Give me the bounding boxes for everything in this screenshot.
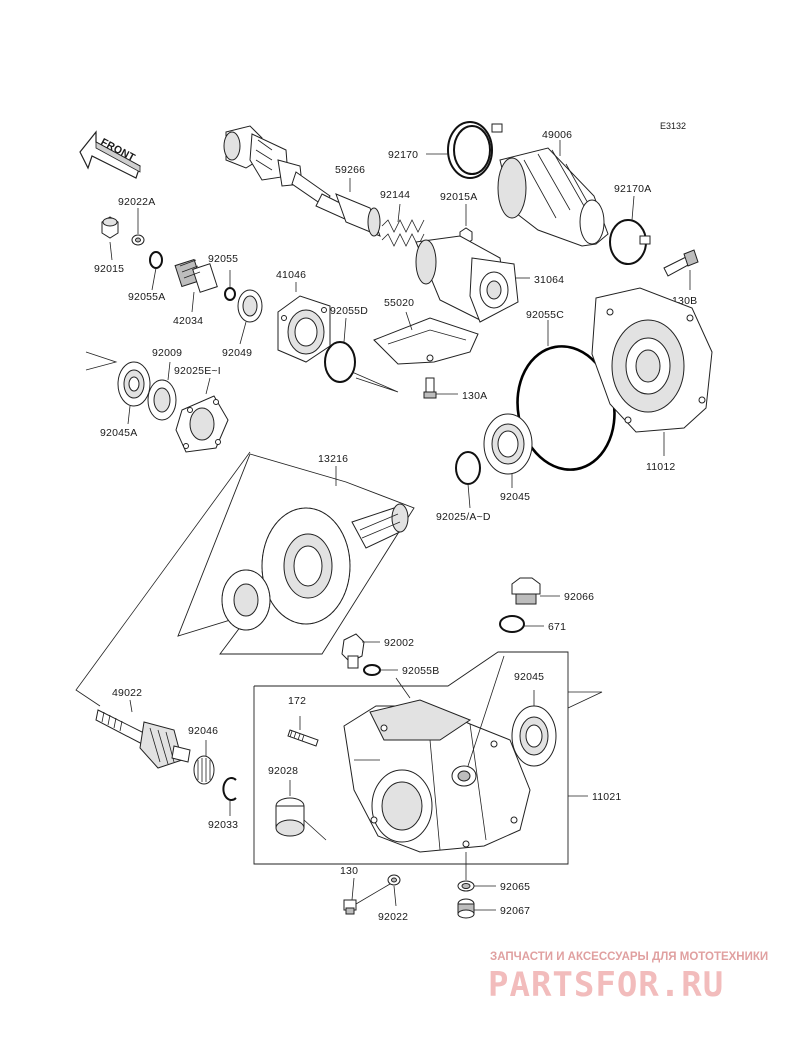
label-92170: 92170 <box>388 149 418 161</box>
label-130: 130 <box>340 865 358 877</box>
label-92065: 92065 <box>500 881 530 893</box>
bolt-130A <box>423 377 437 399</box>
label-92015A: 92015A <box>440 191 477 203</box>
plug-92065 <box>457 880 475 892</box>
oring-92055D <box>324 341 356 383</box>
label-11012: 11012 <box>646 461 675 473</box>
bearing-92046 <box>193 755 215 785</box>
breather-92002 <box>341 633 365 669</box>
bushing-92028 <box>275 797 305 837</box>
coupling-42034 <box>174 258 218 293</box>
clamp-92170 <box>447 121 503 179</box>
label-92009: 92009 <box>152 347 182 359</box>
label-92045-top: 92045 <box>500 491 530 503</box>
label-42034: 42034 <box>173 315 203 327</box>
circlip-92033 <box>222 777 237 801</box>
diagram-ref: E3132 <box>660 121 686 131</box>
front-arrow-icon <box>79 130 141 179</box>
label-41046: 41046 <box>276 269 306 281</box>
cover-11012 <box>591 287 713 433</box>
joint-31064 <box>415 235 519 323</box>
stud-172 <box>287 729 319 747</box>
bolt-130 <box>343 899 357 915</box>
label-92055B: 92055B <box>402 665 439 677</box>
label-49022: 49022 <box>112 687 142 699</box>
gear-case-11021 <box>343 699 531 853</box>
watermark-caption: ЗАПЧАСТИ И АКСЕССУАРЫ ДЛЯ МОТОТЕХНИКИ <box>490 951 768 963</box>
label-92045A: 92045A <box>100 427 137 439</box>
label-13216: 13216 <box>318 453 348 465</box>
label-671: 671 <box>548 621 566 633</box>
label-92022: 92022 <box>378 911 408 923</box>
label-92144: 92144 <box>380 189 410 201</box>
drive-gear-13216 <box>221 569 271 631</box>
oring-92055 <box>224 287 236 301</box>
label-92033: 92033 <box>208 819 238 831</box>
label-130A: 130A <box>462 390 487 402</box>
shim-92025EI <box>175 395 229 453</box>
oring-92055A <box>149 251 163 269</box>
label-49006: 49006 <box>542 129 572 141</box>
pinion-49022 <box>95 709 191 769</box>
drive-shaft-59266 <box>223 125 381 237</box>
label-31064: 31064 <box>534 274 564 286</box>
label-92028: 92028 <box>268 765 298 777</box>
ring-gear-13216 <box>261 503 409 625</box>
label-92022A: 92022A <box>118 196 155 208</box>
oring-671 <box>499 615 525 633</box>
housing-41046 <box>277 295 331 363</box>
label-92025EI: 92025E~I <box>174 365 221 377</box>
label-92055D: 92055D <box>330 305 368 317</box>
plug-92066 <box>511 577 541 605</box>
label-92015: 92015 <box>94 263 124 275</box>
bearing-92045A <box>117 361 151 407</box>
label-92002: 92002 <box>384 637 414 649</box>
oring-92055B <box>363 664 381 676</box>
label-92025AD: 92025/A~D <box>436 511 491 523</box>
watermark-logo: PARTSFOR.RU <box>488 965 724 1005</box>
label-92170A: 92170A <box>614 183 651 195</box>
nut-92015 <box>101 216 119 239</box>
label-92067: 92067 <box>500 905 530 917</box>
label-92046: 92046 <box>188 725 218 737</box>
shim-92025AD <box>455 451 481 485</box>
seal-92009 <box>147 379 177 421</box>
label-92055: 92055 <box>208 253 238 265</box>
label-92055C: 92055C <box>526 309 564 321</box>
guard-55020 <box>373 317 479 365</box>
label-92066: 92066 <box>564 591 594 603</box>
clamp-92170A <box>609 219 651 265</box>
bearing-92045-top <box>483 413 533 475</box>
label-59266: 59266 <box>335 164 365 176</box>
label-92049: 92049 <box>222 347 252 359</box>
label-55020: 55020 <box>384 297 414 309</box>
label-11021: 11021 <box>592 791 621 803</box>
washer-92022 <box>387 874 401 886</box>
label-92055A: 92055A <box>128 291 165 303</box>
boot-49006 <box>497 147 609 247</box>
plug-92067 <box>457 898 475 919</box>
seal-92049 <box>237 289 263 323</box>
bearing-92045-bottom <box>511 705 557 767</box>
label-172: 172 <box>288 695 306 707</box>
bolt-130B <box>663 249 699 277</box>
label-92045-bot: 92045 <box>514 671 544 683</box>
